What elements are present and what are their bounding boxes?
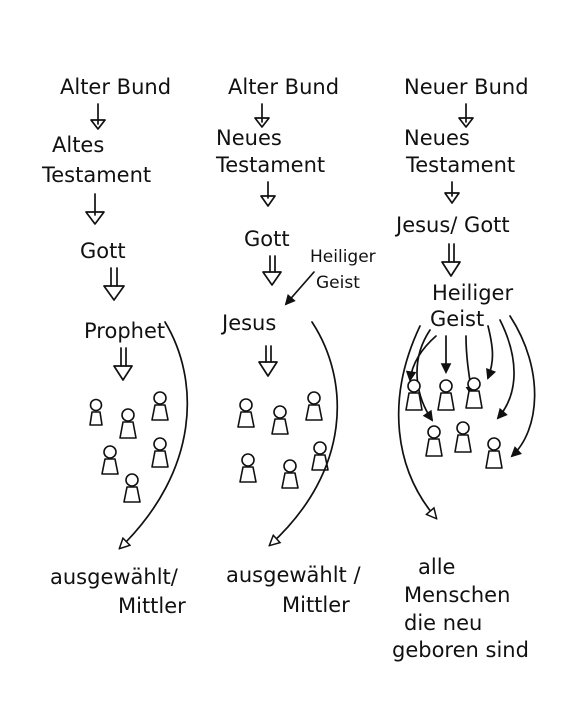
result-label-1: ausgewählt / bbox=[226, 563, 361, 587]
person-icon bbox=[454, 421, 472, 453]
down-arrow-icon bbox=[85, 193, 105, 225]
person-icon bbox=[485, 437, 503, 469]
mediator-label: Prophet bbox=[84, 319, 165, 343]
person-icon bbox=[151, 437, 169, 468]
spirit-label-1: Heiliger bbox=[432, 281, 513, 305]
result-label-1: ausgewählt/ bbox=[50, 565, 179, 589]
covenant-label: Alter Bund bbox=[60, 75, 171, 99]
person-icon bbox=[437, 379, 455, 411]
down-arrow-icon bbox=[254, 103, 270, 128]
double-arrow-icon bbox=[262, 255, 282, 286]
covenant-label: Neuer Bund bbox=[404, 75, 529, 99]
spirit-arrows bbox=[397, 315, 536, 518]
down-arrow-icon bbox=[90, 103, 106, 130]
person-icon bbox=[465, 377, 483, 409]
spirit-label-2: Geist bbox=[316, 273, 360, 293]
person-icon bbox=[119, 408, 137, 439]
double-arrow-icon bbox=[258, 345, 278, 377]
spirit-arrow-icon bbox=[286, 271, 315, 304]
result-label-4: geboren sind bbox=[392, 638, 529, 662]
source-label: Gott bbox=[80, 239, 126, 263]
double-arrow-icon bbox=[441, 243, 461, 277]
person-icon bbox=[89, 398, 103, 426]
person-icon bbox=[237, 398, 255, 428]
person-icon bbox=[151, 391, 169, 421]
people-group bbox=[89, 391, 169, 503]
person-icon bbox=[239, 453, 257, 483]
down-arrow-icon bbox=[458, 103, 474, 128]
result-label-2: Menschen bbox=[404, 583, 510, 607]
testament-label-2: Testament bbox=[405, 153, 515, 177]
mediator-label: Jesus bbox=[220, 311, 276, 335]
person-icon bbox=[271, 405, 289, 435]
person-icon bbox=[425, 425, 443, 457]
source-label: Gott bbox=[244, 227, 290, 251]
testament-label-1: Neues bbox=[216, 126, 282, 150]
covenant-label: Alter Bund bbox=[228, 75, 339, 99]
person-icon bbox=[123, 473, 141, 503]
person-icon bbox=[405, 379, 423, 411]
person-icon bbox=[281, 459, 299, 489]
people-group bbox=[237, 391, 329, 489]
result-label-2: Mittler bbox=[118, 594, 186, 618]
spirit-label-2: Geist bbox=[430, 307, 484, 331]
column-old-covenant: Alter Bund Altes Testament Gott Prophet bbox=[41, 75, 189, 618]
testament-label-2: Testament bbox=[41, 163, 151, 187]
people-group bbox=[405, 377, 503, 469]
double-arrow-icon bbox=[113, 347, 133, 381]
column-middle: Alter Bund Neues Testament Gott Heiliger… bbox=[215, 75, 376, 617]
testament-label-2: Testament bbox=[215, 153, 325, 177]
curved-arrow-icon bbox=[270, 321, 339, 545]
down-arrow-icon bbox=[444, 181, 460, 204]
source-label: Jesus/ Gott bbox=[394, 213, 510, 237]
person-icon bbox=[305, 391, 323, 421]
curved-arrow-icon bbox=[120, 321, 189, 548]
column-new-covenant: Neuer Bund Neues Testament Jesus/ Gott H… bbox=[392, 75, 536, 662]
testament-label-1: Neues bbox=[404, 126, 470, 150]
spirit-label-1: Heiliger bbox=[310, 247, 376, 267]
double-arrow-icon bbox=[103, 267, 125, 301]
person-icon bbox=[101, 445, 119, 475]
result-label-1: alle bbox=[418, 555, 455, 579]
down-arrow-icon bbox=[260, 181, 276, 207]
testament-label-1: Altes bbox=[52, 133, 104, 157]
result-label-3: die neu bbox=[404, 611, 482, 635]
person-icon bbox=[311, 441, 329, 471]
result-label-2: Mittler bbox=[282, 593, 350, 617]
